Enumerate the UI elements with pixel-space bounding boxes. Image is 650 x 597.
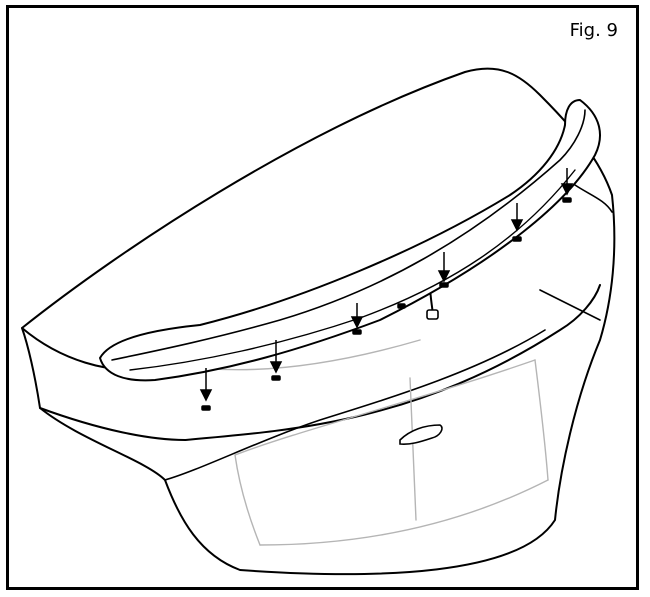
mounting-arrow-4 <box>437 252 451 288</box>
mounting-hole-3 <box>352 329 362 335</box>
rear-crease-line <box>39 284 601 441</box>
mounting-hole-center <box>397 303 406 309</box>
figure-label: Fig. 9 <box>569 20 618 41</box>
side-edge-right <box>539 289 601 321</box>
mounting-hole-6 <box>562 197 572 203</box>
wire-connector <box>426 309 439 320</box>
mounting-hole-4 <box>439 282 449 288</box>
trunk-handle <box>399 424 443 445</box>
lower-crease-line <box>164 329 546 481</box>
mounting-arrow-2 <box>269 340 283 381</box>
mounting-arrow-5 <box>510 203 524 242</box>
mounting-arrow-6 <box>560 168 574 203</box>
mounting-hole-5 <box>512 236 522 242</box>
side-edge-right-upper <box>574 184 613 213</box>
mounting-hole-2 <box>271 375 281 381</box>
mounting-arrow-3 <box>350 303 364 335</box>
mounting-hole-1 <box>201 405 211 411</box>
mounting-points <box>199 168 574 411</box>
mounting-arrow-1 <box>199 368 213 411</box>
spoiler-top-ridge <box>111 109 586 361</box>
